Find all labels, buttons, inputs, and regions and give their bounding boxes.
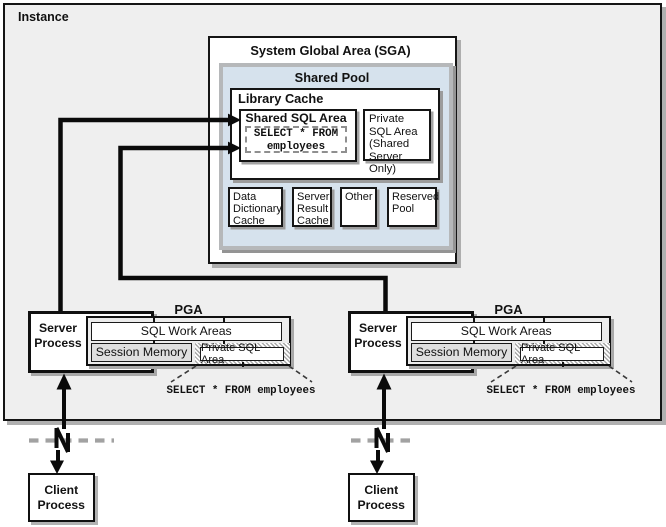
- server-process-label: Server Process: [34, 321, 82, 350]
- instance-label: Instance: [18, 10, 69, 24]
- subcache-server-result-cache: Server Result Cache: [292, 187, 332, 227]
- library-cache-title: Library Cache: [238, 91, 324, 106]
- private-sql-area-shared-server-box: Private SQL Area (Shared Server Only): [363, 109, 431, 175]
- divider-tick: [223, 316, 225, 322]
- divider-tick: [543, 316, 545, 322]
- shared-sql-query-line-2: employees: [266, 141, 326, 153]
- private-sql-area-label: Private SQL Area: [520, 342, 604, 366]
- divider-tick: [153, 339, 155, 344]
- shared-sql-area-title: Shared SQL Area: [245, 111, 347, 125]
- divider-tick: [242, 361, 244, 367]
- client-process-box: Client Process: [28, 473, 95, 522]
- sql-work-areas-bar: SQL Work Areas: [91, 321, 282, 341]
- pga-title: PGA: [494, 302, 523, 317]
- shared-sql-query-line-1: SELECT * FROM: [253, 128, 339, 140]
- divider-tick: [543, 339, 545, 344]
- pga-query-callout: SELECT * FROM employees: [166, 385, 316, 397]
- divider-tick: [562, 361, 564, 367]
- session-memory-bar: Session Memory: [91, 342, 192, 362]
- subcache-data-dictionary-cache: Data Dictionary Cache: [228, 187, 283, 227]
- divider-tick: [473, 339, 475, 344]
- client-process-box: Client Process: [348, 473, 415, 522]
- sql-work-areas-bar: SQL Work Areas: [411, 321, 602, 341]
- subcache-reserved-pool: Reserved Pool: [387, 187, 439, 227]
- subcache-other: Other: [340, 187, 377, 227]
- sga-title: System Global Area (SGA): [250, 43, 411, 58]
- shared-pool-title: Shared Pool: [294, 70, 370, 85]
- divider-tick: [153, 316, 155, 322]
- private-sql-area-label: Private SQL Area: [200, 342, 284, 366]
- pga-query-callout: SELECT * FROM employees: [486, 385, 636, 397]
- session-memory-bar: Session Memory: [411, 342, 512, 362]
- server-process-label: Server Process: [354, 321, 402, 350]
- divider-tick: [473, 316, 475, 322]
- divider-tick: [223, 339, 225, 344]
